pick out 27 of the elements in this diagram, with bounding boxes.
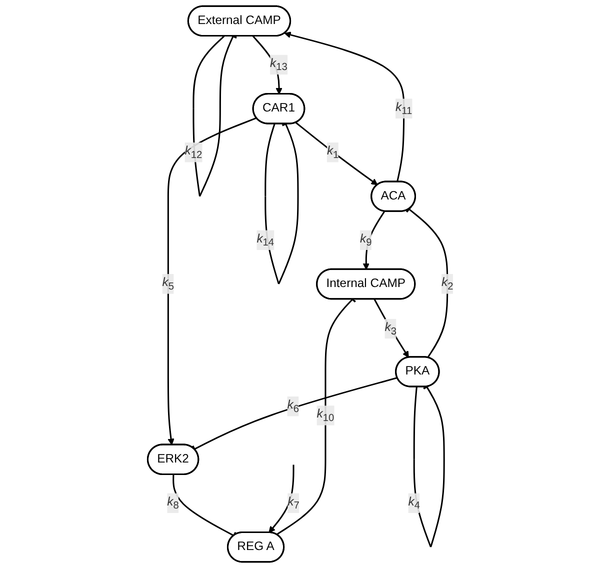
- edge-label: k$_{7}$: [288, 496, 300, 511]
- edge-label: k$_{9}$: [360, 232, 372, 248]
- arrow: [374, 298, 409, 358]
- edge-label: k$_{5}$: [162, 276, 174, 292]
- edge-label: k$_{13}$: [270, 57, 288, 72]
- ellipse-node: ACA: [370, 180, 416, 212]
- arrow: [295, 122, 378, 186]
- edge-label: k$_{8}$: [167, 496, 179, 511]
- edge-label: k$_{12}$: [184, 144, 202, 160]
- edge-label: k$_{4}$: [408, 496, 420, 511]
- ellipse-node: CAR1: [252, 93, 306, 124]
- edge-label: k$_{10}$: [316, 408, 334, 424]
- edge-label: k$_{14}$: [256, 232, 274, 248]
- ellipse-node: PKA: [395, 356, 440, 388]
- edge-label: k$_{1}$: [326, 144, 339, 160]
- edge-label: k$_{6}$: [287, 398, 299, 414]
- edge-label: k$_{2}$: [442, 276, 454, 292]
- ellipse-node: REG A: [226, 531, 285, 563]
- edge-label: k$_{3}$: [384, 321, 396, 337]
- arrow: [268, 464, 294, 533]
- ellipse-node: Internal CAMP: [316, 268, 416, 300]
- arrow: [284, 32, 405, 182]
- edge-label: k$_{11}$: [396, 100, 412, 116]
- arrow: [362, 210, 386, 270]
- arrow: [167, 117, 257, 446]
- ellipse-node: External CAMP: [187, 5, 292, 37]
- ellipse-node: ERK2: [146, 444, 200, 475]
